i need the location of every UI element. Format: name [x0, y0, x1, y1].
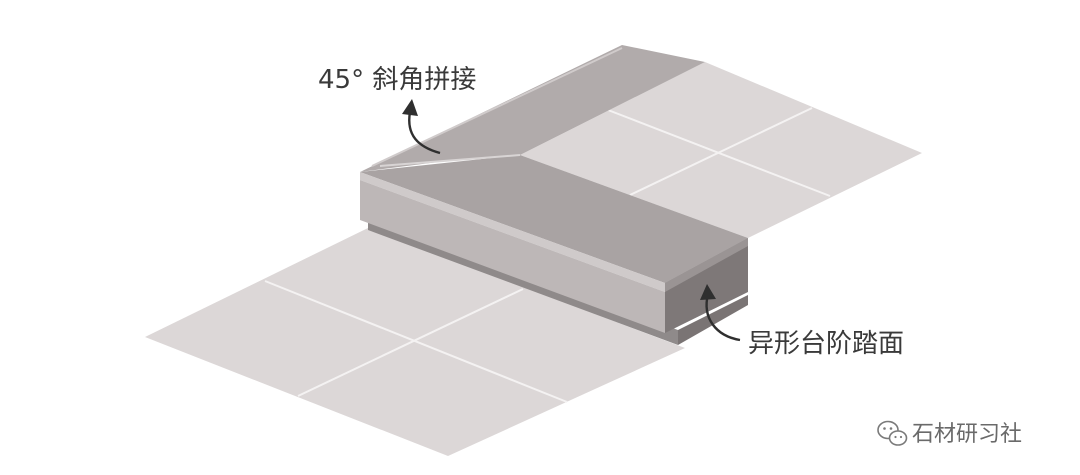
step-tread-label: 异形台阶踏面 [748, 329, 904, 359]
step-front-face [360, 180, 665, 333]
upper-floor-tiles [520, 62, 922, 238]
lower-floor [145, 228, 685, 456]
annotation-miter: 45° 斜角拼接 [318, 65, 476, 155]
step-slab [360, 45, 748, 333]
miter-arrowhead [402, 99, 418, 116]
back-edge-highlight [371, 47, 623, 167]
miter-seam [379, 154, 521, 167]
return-top [360, 45, 705, 172]
watermark: 石材研习社 [877, 420, 1022, 447]
watermark-text: 石材研习社 [912, 422, 1022, 447]
end-face-nose [665, 238, 748, 292]
tread-arrow-curve [705, 293, 741, 342]
base-side [678, 295, 748, 345]
wechat-icon [877, 420, 908, 446]
tread-top [360, 155, 748, 283]
upper-grout-line [629, 107, 813, 196]
tread-nose [360, 172, 665, 292]
lower-grout-line [264, 280, 568, 403]
miter-arrow-curve [408, 111, 441, 155]
tread-arrowhead [700, 284, 716, 300]
upper-floor [520, 62, 922, 238]
miter-joint-label: 45° 斜角拼接 [318, 65, 476, 95]
annotation-step-tread: 异形台阶踏面 [700, 284, 904, 359]
lower-grout-line [297, 288, 524, 397]
